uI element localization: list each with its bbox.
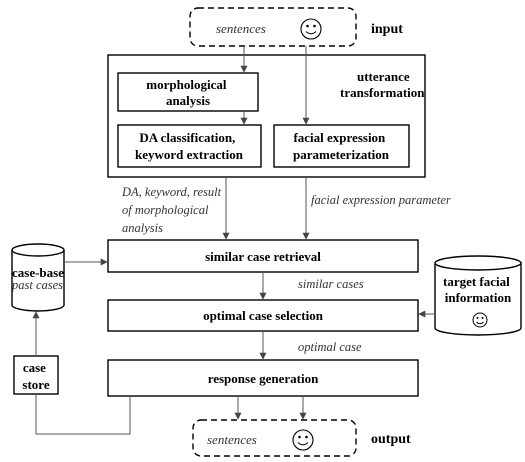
connectors: [32, 46, 434, 435]
da-classification-label: DA classification, keyword extraction: [135, 130, 244, 162]
output-label: output: [371, 432, 411, 447]
output-sentences-label: sentences: [207, 432, 257, 447]
da-keyword-result-label: DA, keyword, result of morphological ana…: [121, 185, 224, 235]
target-facial-info-cylinder: [434, 255, 522, 336]
case-store-label: case store: [22, 360, 49, 392]
case-base-label: case-base: [12, 265, 64, 280]
target-smiley-icon: [472, 312, 488, 328]
case-base-cylinder: [11, 243, 65, 312]
optimal-case-label: optimal case: [298, 340, 362, 354]
input-label: input: [371, 22, 403, 37]
facial-expression-parameter-label: facial expression parameter: [311, 193, 451, 207]
facial-parameterization-label: facial expression parameterization: [293, 130, 390, 162]
case-store-box: [13, 355, 59, 395]
output-box: [192, 419, 357, 457]
input-sentences-label: sentences: [216, 21, 266, 36]
da-classification-box: [117, 124, 262, 168]
utterance-transformation-label: utterance transformation: [340, 69, 425, 100]
response-generation-label: response generation: [208, 371, 319, 386]
optimal-case-selection-box: [107, 299, 419, 332]
line-response-to-casestore: [35, 395, 131, 435]
similar-cases-label: similar cases: [298, 277, 364, 291]
input-box: [189, 7, 357, 47]
input-smiley-icon: [300, 18, 322, 40]
response-generation-box: [107, 359, 419, 397]
optimal-case-selection-label: optimal case selection: [203, 308, 324, 323]
morphological-analysis-label: morphological analysis: [146, 77, 229, 108]
facial-parameterization-box: [273, 124, 410, 168]
output-smiley-icon: [292, 429, 314, 451]
similar-case-retrieval-label: similar case retrieval: [205, 249, 321, 264]
morphological-analysis-box: [117, 72, 259, 112]
target-facial-information-label: target facial information: [443, 274, 513, 305]
past-cases-label: past cases: [11, 278, 63, 292]
